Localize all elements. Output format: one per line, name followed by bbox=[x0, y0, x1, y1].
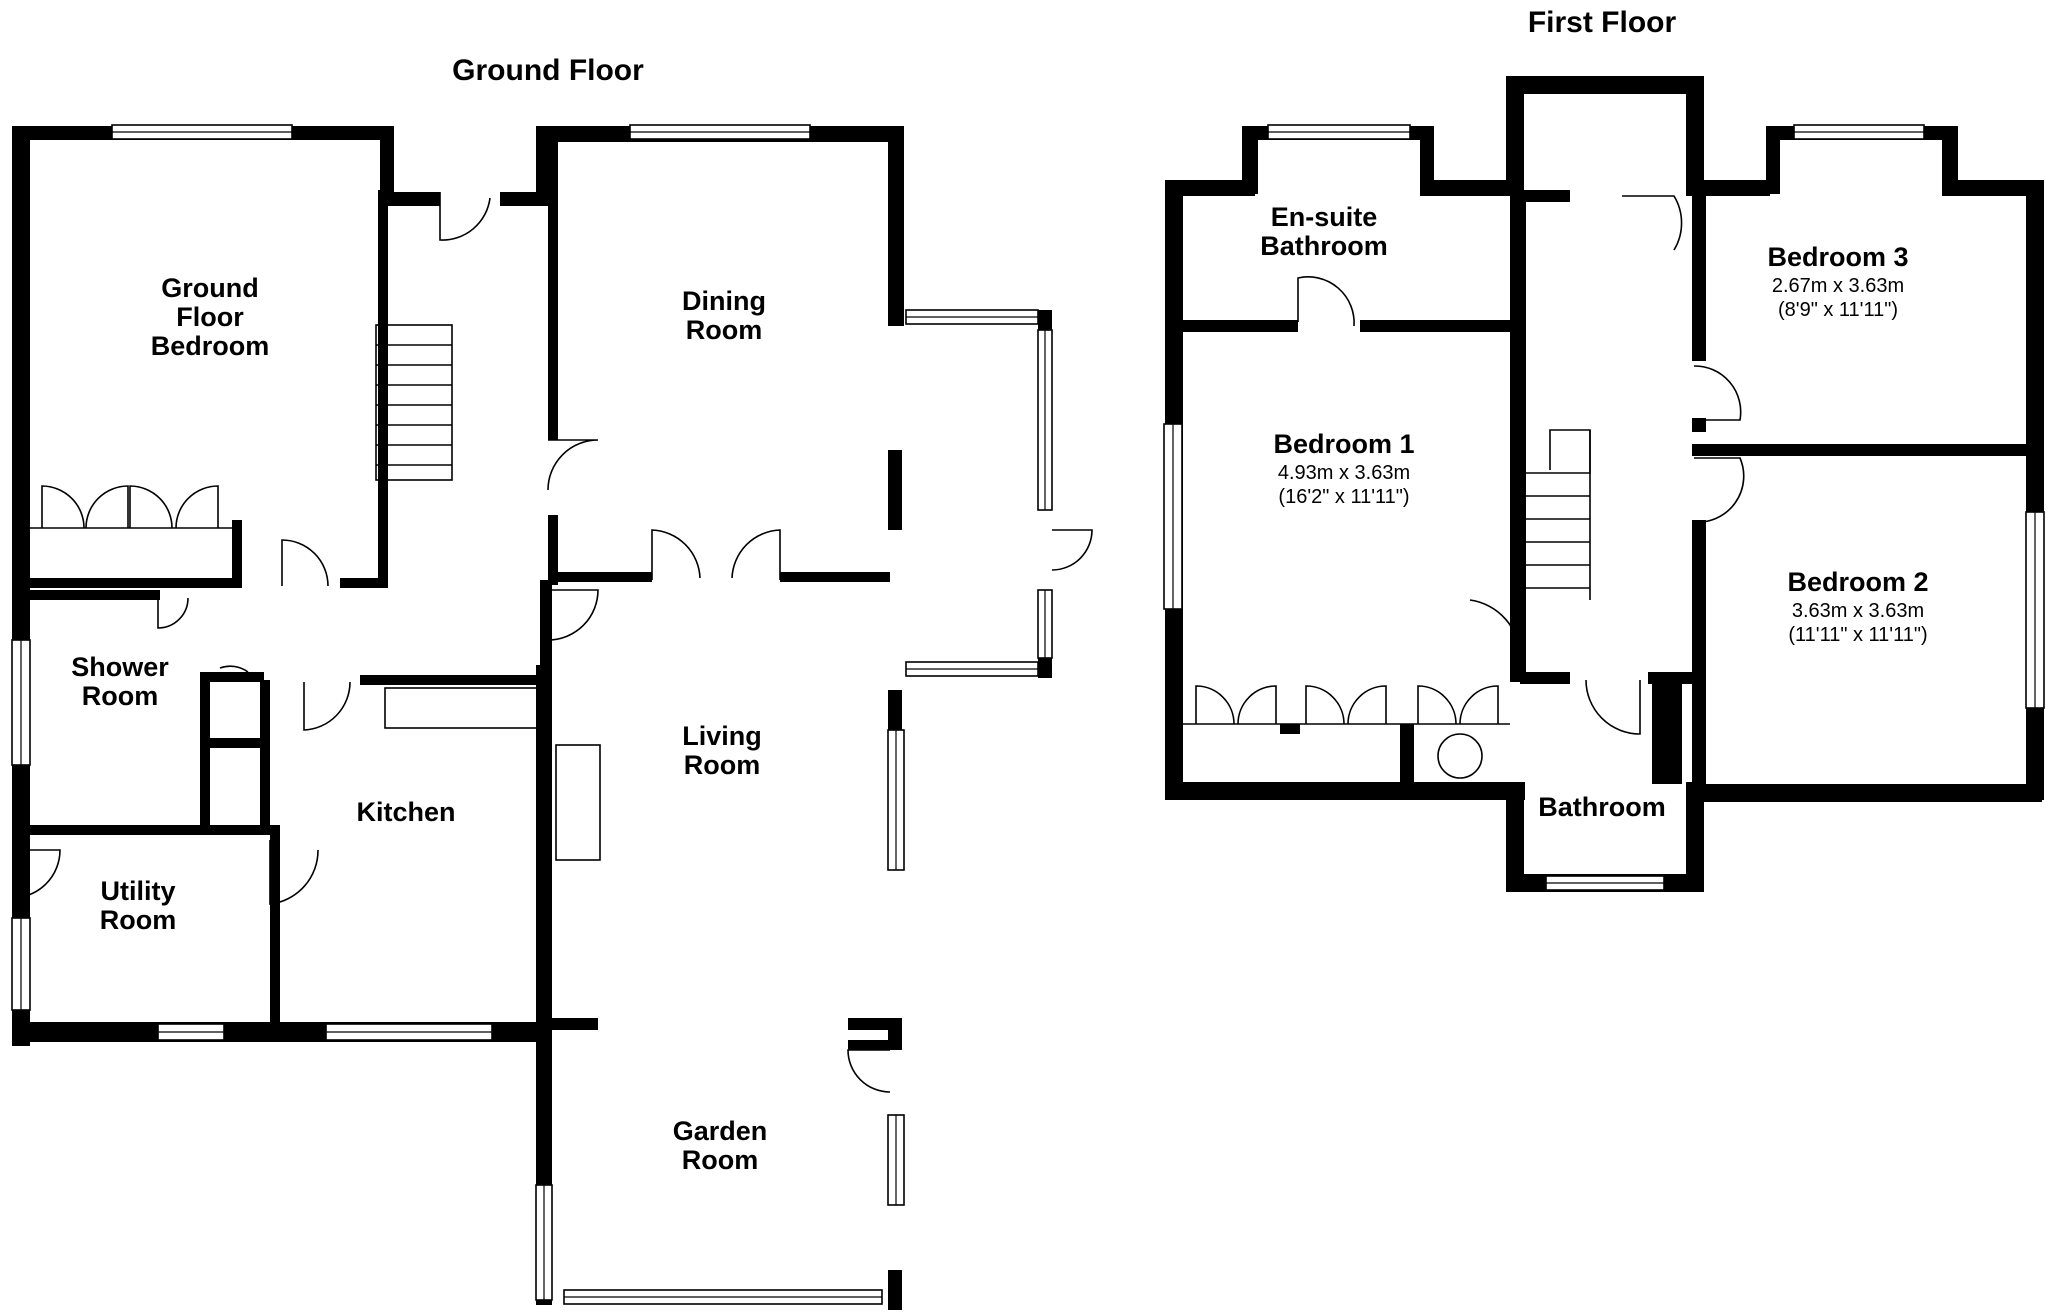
room-name-line: Room bbox=[686, 315, 763, 345]
room-name-line: Garden bbox=[673, 1116, 768, 1146]
door bbox=[303, 681, 351, 731]
room-dimension-metric: 2.67m x 3.63m bbox=[1772, 275, 1904, 297]
room-name-line: Living bbox=[682, 721, 762, 751]
bay-door bbox=[1051, 529, 1093, 571]
room-name-line: Kitchen bbox=[356, 797, 455, 827]
kitchen-counter bbox=[384, 687, 541, 729]
room-dimension-metric: 3.63m x 3.63m bbox=[1792, 600, 1924, 622]
wardrobe-door bbox=[1347, 685, 1387, 725]
bathroom-door bbox=[1585, 679, 1641, 735]
door bbox=[547, 439, 599, 491]
room-name-line: Shower bbox=[71, 652, 169, 682]
bedroom1-door bbox=[1469, 599, 1521, 659]
cupboard-door bbox=[1417, 685, 1457, 725]
room-name-line: Bedroom bbox=[151, 331, 270, 361]
wardrobe-door bbox=[129, 485, 173, 529]
first-floor-title: First Floor bbox=[1528, 6, 1677, 39]
wardrobe-door bbox=[175, 485, 219, 529]
door bbox=[219, 665, 249, 673]
room-dimension-metric: 4.93m x 3.63m bbox=[1278, 462, 1410, 484]
ground-floor-windows bbox=[11, 124, 1053, 1305]
landing-door bbox=[1622, 195, 1683, 251]
room-name-line: Bathroom bbox=[1260, 231, 1388, 261]
garden-door bbox=[847, 1049, 891, 1093]
first-floor-stairs bbox=[1511, 429, 1591, 600]
kitchen-fixtures bbox=[384, 687, 601, 861]
first-floor-labels: En-suite Bathroom Bedroom 3 2.67m x 3.63… bbox=[1260, 202, 1928, 822]
fireplace bbox=[555, 744, 601, 861]
bedroom2-door bbox=[1693, 457, 1745, 523]
door bbox=[547, 589, 599, 641]
door bbox=[269, 840, 319, 905]
front-door bbox=[439, 192, 491, 241]
water-tank bbox=[1437, 733, 1483, 779]
french-door-left bbox=[651, 529, 701, 580]
door bbox=[281, 539, 329, 587]
ground-floor-stairs bbox=[375, 324, 453, 481]
wardrobe-door bbox=[41, 485, 85, 529]
door bbox=[157, 597, 189, 629]
first-floor-doors bbox=[1183, 195, 1745, 779]
bedroom3-door bbox=[1693, 365, 1742, 421]
room-name-line: Ground bbox=[161, 273, 258, 303]
wardrobe-door bbox=[1195, 685, 1235, 725]
room-name-line: Bathroom bbox=[1538, 792, 1666, 822]
room-dimension-imperial: (11'11" x 11'11") bbox=[1788, 624, 1927, 646]
first-floor-plan: En-suite Bathroom Bedroom 3 2.67m x 3.63… bbox=[1163, 76, 2045, 892]
french-door-right bbox=[731, 529, 781, 580]
room-dimension-imperial: (16'2" x 11'11") bbox=[1278, 486, 1409, 508]
room-name-line: Room bbox=[82, 681, 159, 711]
cupboard-door bbox=[1459, 685, 1499, 725]
ground-floor-labels: Ground Floor Bedroom Dining Room Shower … bbox=[71, 273, 767, 1175]
room-name-line: Room bbox=[682, 1145, 759, 1175]
first-floor-walls bbox=[1165, 76, 2044, 892]
first-floor-windows bbox=[1163, 124, 2045, 891]
ground-floor-title: Ground Floor bbox=[452, 54, 644, 87]
room-name-line: Bedroom 1 bbox=[1273, 429, 1414, 459]
ground-floor-plan: Ground Floor Bedroom Dining Room Shower … bbox=[11, 124, 1093, 1310]
ground-floor-doors bbox=[11, 192, 1093, 1093]
door bbox=[11, 849, 61, 899]
room-dimension-imperial: (8'9" x 11'11") bbox=[1778, 299, 1898, 321]
ensuite-door bbox=[1297, 276, 1355, 327]
room-name-line: Utility bbox=[100, 876, 175, 906]
wardrobe-door bbox=[85, 485, 129, 529]
room-name-line: Bedroom 3 bbox=[1767, 242, 1908, 272]
room-name-line: Bedroom 2 bbox=[1787, 567, 1928, 597]
room-name-line: Room bbox=[100, 905, 177, 935]
wardrobe-door bbox=[1305, 685, 1345, 725]
wardrobe-door bbox=[1237, 685, 1277, 725]
room-name-line: En-suite bbox=[1271, 202, 1378, 232]
room-name-line: Dining bbox=[682, 286, 766, 316]
room-name-line: Room bbox=[684, 750, 761, 780]
room-name-line: Floor bbox=[176, 302, 244, 332]
